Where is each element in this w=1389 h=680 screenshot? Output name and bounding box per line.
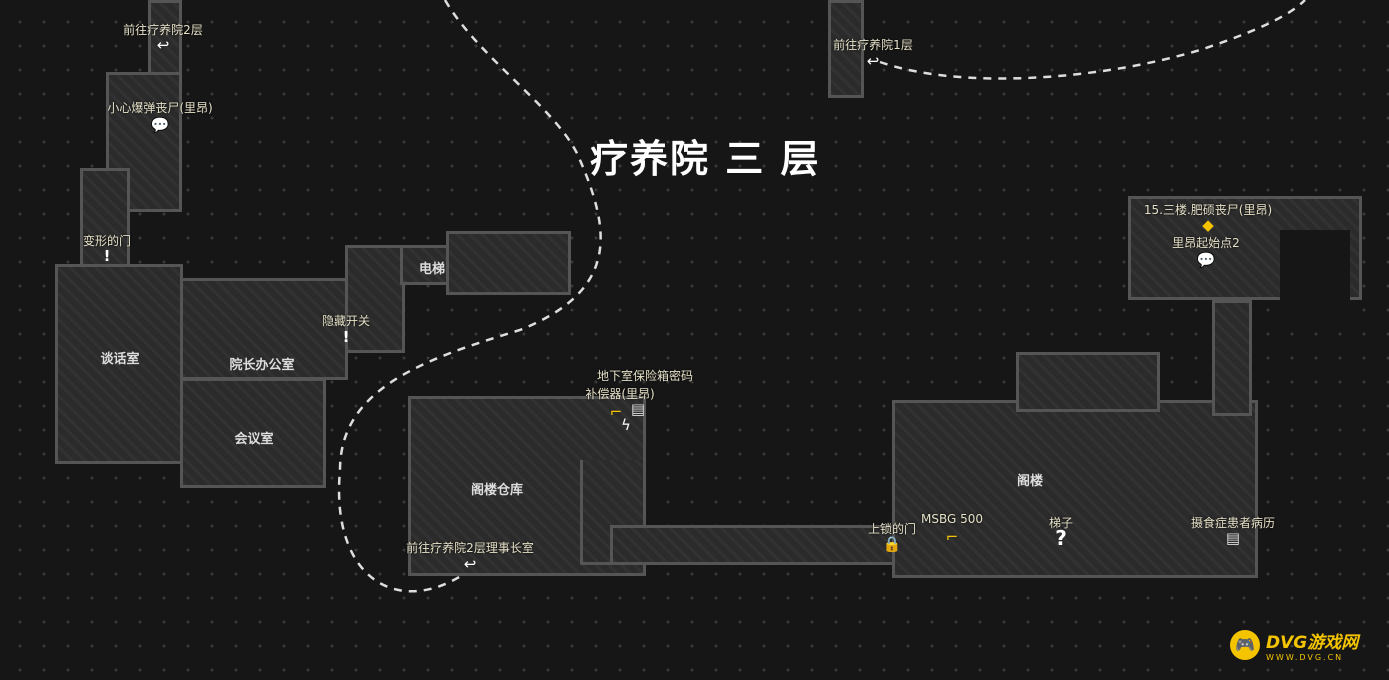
gun-icon[interactable]: ⌐ (609, 403, 623, 421)
gamepad-icon: 🎮 (1230, 630, 1260, 660)
marker-label-safe-code: 地下室保险箱密码 (596, 369, 694, 383)
lightning-icon: ϟ (621, 416, 631, 434)
marker-label-fat-zombie: 15.三楼.肥硕丧尸(里昂) (1143, 203, 1273, 217)
room-label-attic-storage: 阁楼仓库 (470, 483, 524, 498)
room-attic-north (1016, 352, 1160, 412)
marker-label-leon-start: 里昂起始点2 (1172, 236, 1240, 250)
logo-name: DVG游戏网 (1266, 633, 1359, 653)
document-icon[interactable]: ▤ (630, 400, 646, 418)
stairs-east (1212, 300, 1252, 416)
room-label-meeting: 会议室 (234, 432, 274, 447)
diamond-boss-icon[interactable]: ◆ (1202, 216, 1214, 234)
marker-label-to-floor1: 前往疗养院1层 (833, 38, 913, 52)
marker-label-to-floor2-chairman: 前往疗养院2层理事长室 (406, 541, 534, 555)
marker-label-msbg: MSBG 500 (920, 512, 984, 526)
room-label-elevator: 电梯 (418, 262, 446, 277)
chat-bubble-icon[interactable]: 💬 (1196, 251, 1216, 269)
lock-icon[interactable]: 🔒 (882, 535, 902, 553)
map-title: 疗养院 三 层 (590, 137, 821, 181)
stairs-icon[interactable]: ↩ (156, 36, 170, 54)
stairs-floor1 (828, 0, 864, 98)
room-elevator-east (446, 231, 571, 295)
room-label-talk: 谈话室 (100, 352, 140, 367)
document-icon[interactable]: ▤ (1225, 529, 1241, 547)
marker-label-to-floor2: 前往疗养院2层 (123, 23, 203, 37)
room-talk (55, 264, 183, 464)
void (1280, 230, 1350, 318)
room-meeting (180, 378, 326, 488)
logo-url: WWW.DVG.CN (1266, 653, 1344, 662)
marker-label-compensator: 补偿器(里昂) (585, 387, 655, 401)
exclamation-icon[interactable]: ! (342, 328, 350, 346)
stairs-top (148, 0, 182, 75)
marker-label-ladder: 梯子 (1048, 516, 1074, 530)
room-director (180, 278, 348, 380)
room-label-director: 院长办公室 (229, 358, 295, 373)
stairs-icon[interactable]: ↩ (866, 52, 880, 70)
corridor-elevator (345, 245, 405, 353)
corridor-north (106, 72, 182, 212)
corridor-west (80, 168, 130, 268)
marker-label-hidden-switch: 隐藏开关 (321, 314, 371, 328)
marker-label-patient-record: 摄食症患者病历 (1190, 516, 1276, 530)
room-attic (892, 400, 1258, 578)
room-elevator (400, 245, 450, 285)
marker-label-bomber: 小心爆弹丧尸(里昂) (107, 101, 213, 115)
corridor-east (610, 525, 900, 565)
chat-bubble-icon[interactable]: 💬 (150, 116, 170, 134)
gun-icon[interactable]: ⌐ (945, 528, 959, 546)
question-icon[interactable]: ? (1055, 526, 1067, 550)
stairs-icon[interactable]: ↩ (463, 555, 477, 573)
site-logo: 🎮 DVG游戏网 WWW.DVG.CN (1230, 628, 1358, 662)
room-label-attic: 阁楼 (1016, 474, 1044, 489)
marker-label-locked-door: 上锁的门 (867, 522, 917, 536)
marker-label-deformed-door: 变形的门 (82, 234, 132, 248)
exclamation-icon[interactable]: ! (103, 247, 111, 265)
